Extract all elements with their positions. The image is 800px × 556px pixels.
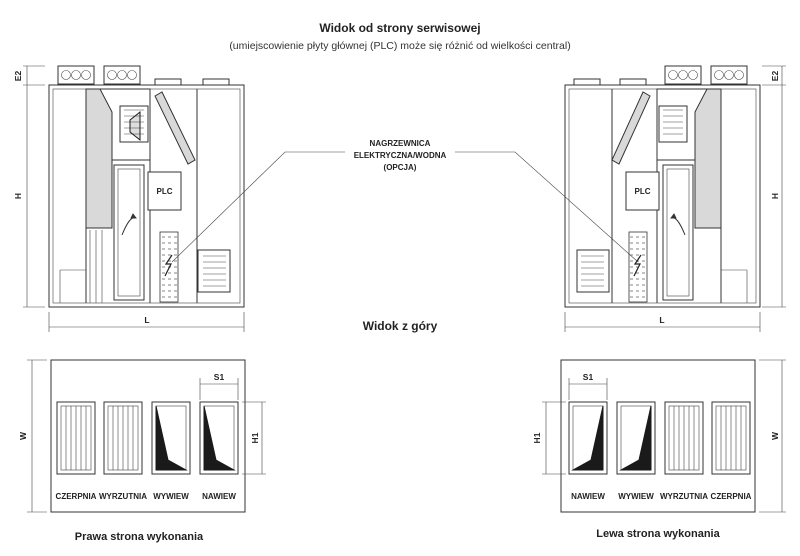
upper-fan-icon [658,105,688,143]
dimension-e2-left: E2 [13,65,45,86]
service-view-right-unit: PLC E2 H L [13,65,245,332]
dimension-s1-left-unit: S1 [568,372,608,400]
lightning-icon [633,254,642,277]
port-label-4: NAWIEW [202,492,236,501]
port-nawiew [199,401,239,475]
duct-connectors-top-left [57,65,230,86]
lower-fan-icon [197,249,231,293]
svg-text:H: H [13,193,23,199]
dimension-h-left: H [13,85,45,308]
port-label-1: NAWIEW [571,492,605,501]
caption-right-unit: Prawa strona wykonania [75,531,204,543]
port-czerpnia [56,401,96,475]
port-label-1: CZERPNIA [56,492,97,501]
dimension-h1-right-unit: H1 [242,401,266,475]
heater-callout-line-1: NAGRZEWNICA [370,139,431,148]
heater-callout: NAGRZEWNICA ELEKTRYCZNA/WODNA (OPCJA) [171,139,639,263]
plc-label: PLC [157,187,173,196]
top-view-left-unit: NAWIEW WYWIEW WYRZUTNIA CZERPNIA S1 H1 W… [532,359,786,540]
port-label-2: WYWIEW [618,492,654,501]
plc-label: PLC [635,187,651,196]
svg-text:L: L [144,315,149,325]
port-wyrzutnia [664,401,704,475]
svg-text:H1: H1 [532,432,542,443]
svg-text:W: W [18,431,28,440]
callout-leader-right [455,151,639,263]
page-title: Widok od strony serwisowej [319,21,480,35]
plc-board [625,171,660,211]
heater-callout-line-2: ELEKTRYCZNA/WODNA [354,151,447,160]
port-czerpnia [711,401,751,475]
heater-callout-line-3: (OPCJA) [384,163,417,172]
port-wywiew [151,401,191,475]
lower-fan-icon [576,249,610,293]
svg-text:E2: E2 [770,71,780,82]
svg-text:H: H [770,193,780,199]
top-view-title: Widok z góry [363,319,438,333]
dimension-e2-right: E2 [762,65,786,86]
top-view-right-unit: CZERPNIA WYRZUTNIA WYWIEW NAWIEW S1 H1 W… [18,359,266,543]
dimension-l-left: L [48,312,245,332]
port-nawiew [568,401,608,475]
dimension-w-left-unit: W [759,359,786,513]
page-subtitle: (umiejscowienie płyty głównej (PLC) może… [229,40,570,52]
dimension-s1-right-unit: S1 [199,372,239,400]
svg-text:E2: E2 [13,71,23,82]
dimension-h1-left-unit: H1 [532,401,566,475]
port-wyrzutnia [103,401,143,475]
dimension-l-right: L [564,312,761,332]
svg-text:W: W [770,431,780,440]
callout-leader-left [171,151,345,263]
service-view-left-unit: PLC E2 H L [564,65,786,332]
upper-fan-icon [119,105,149,143]
dimension-h-right: H [762,85,786,308]
port-wywiew [616,401,656,475]
plc-board [147,171,182,211]
svg-text:S1: S1 [214,372,225,382]
port-label-3: WYWIEW [153,492,189,501]
svg-text:H1: H1 [250,432,260,443]
svg-text:S1: S1 [583,372,594,382]
port-label-4: CZERPNIA [711,492,752,501]
duct-connectors-top-right [573,65,748,86]
port-label-3: WYRZUTNIA [660,492,708,501]
caption-left-unit: Lewa strona wykonania [596,528,720,540]
svg-text:L: L [659,315,664,325]
lightning-icon [164,254,173,277]
port-label-2: WYRZUTNIA [99,492,147,501]
dimension-w-right-unit: W [18,359,47,513]
